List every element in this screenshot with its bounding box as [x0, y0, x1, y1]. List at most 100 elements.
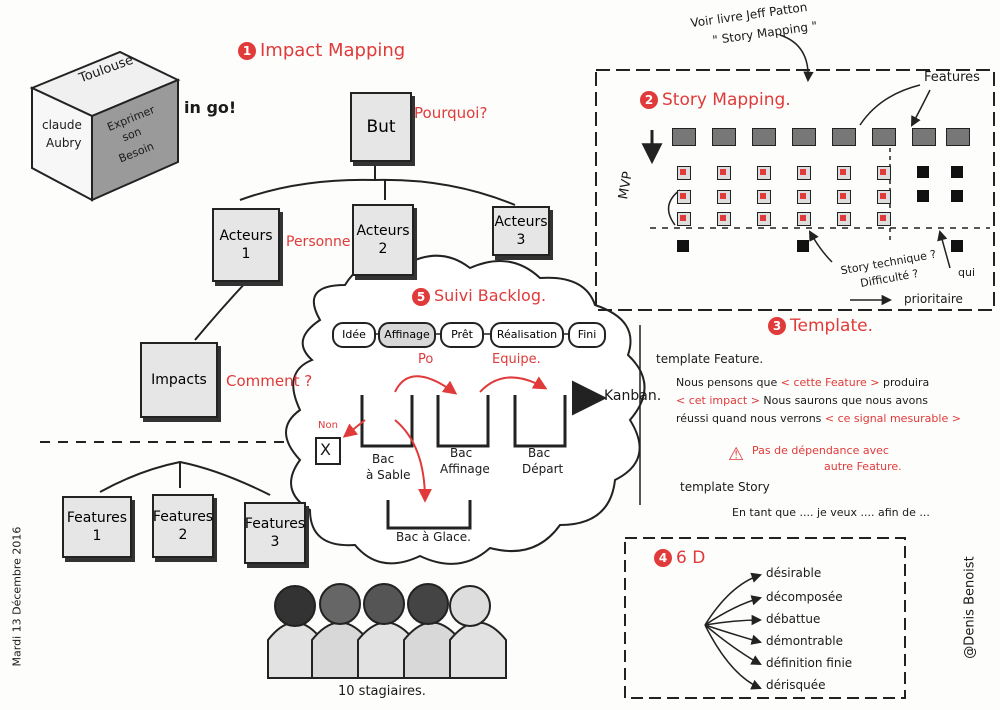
story-map-story-card	[951, 190, 963, 202]
template-story-text: En tant que .... je veux .... afin de ..…	[732, 506, 930, 519]
story-map-story-mark	[720, 169, 726, 175]
feature-label: Features	[244, 516, 306, 532]
bin-depart-line-2: Départ	[522, 462, 564, 476]
template-feature-line-2: < cet impact > Nous saurons que nous avo…	[676, 394, 928, 407]
state-fini: Fini	[568, 322, 606, 348]
po-label: Po	[418, 352, 434, 367]
cube-left-line-1: claude	[42, 118, 82, 132]
kanban-label: Kanban.	[604, 388, 662, 404]
story-map-feature-block	[832, 128, 856, 146]
story-mapping-title-text: Story Mapping.	[662, 90, 791, 110]
story-map-story-mark	[800, 169, 806, 175]
bin-sable-line-2: à Sable	[366, 468, 411, 482]
cube-drawing	[29, 50, 181, 202]
participants-label: 10 stagiaires.	[338, 684, 426, 699]
template-text-a: Nous pensons que	[676, 376, 778, 389]
goal-label: But	[366, 117, 396, 137]
credit: @Denis Benoist	[962, 556, 978, 659]
template-feature-line-3: réussi quand nous verrons < ce signal me…	[676, 412, 961, 425]
feature-number: 3	[270, 534, 280, 550]
template-feature-line-1: Nous pensons que < cette Feature > produ…	[676, 376, 929, 389]
cube-aside: in go!	[184, 98, 237, 117]
template-story-label: template Story	[680, 480, 770, 494]
story-map-story-mark	[680, 169, 686, 175]
template-title-text: Template.	[790, 316, 873, 336]
equipe-label: Equipe.	[492, 352, 541, 367]
goal-question: Pourquoi?	[414, 104, 488, 122]
six-d-item-6: dérisquée	[766, 678, 826, 692]
story-map-story-mark	[800, 193, 806, 199]
side-date: Mardi 13 Décembre 2016	[10, 526, 24, 667]
actor-number: 2	[378, 241, 388, 257]
story-map-story-mark	[760, 193, 766, 199]
section-number-badge: 5	[412, 287, 430, 306]
template-warning-line-2: autre Feature.	[824, 460, 902, 473]
story-map-story-mark	[800, 215, 806, 221]
impacts-card: Impacts	[140, 342, 218, 418]
template-text-g: < ce signal mesurable >	[824, 412, 961, 425]
non-label: Non	[318, 420, 338, 431]
story-map-story-card	[917, 190, 929, 202]
story-map-story-mark	[760, 215, 766, 221]
template-text-c: produira	[882, 376, 930, 389]
story-map-story-mark	[840, 193, 846, 199]
bin-glace-label: Bac à Glace.	[396, 530, 471, 544]
actor-card-2: Acteurs 2	[352, 204, 414, 276]
actor-label: Acteurs	[494, 214, 548, 230]
story-map-story-card	[917, 166, 929, 178]
six-d-item-1: désirable	[766, 566, 822, 580]
goal-card: But	[350, 92, 412, 162]
qui-label: qui	[958, 266, 976, 279]
feature-label: Features	[66, 510, 128, 526]
story-map-feature-block	[792, 128, 816, 146]
state-idee: Idée	[332, 322, 376, 348]
actor-label: Acteurs	[356, 223, 410, 239]
feature-card-3: Features 3	[244, 502, 306, 564]
impacts-label: Impacts	[151, 372, 207, 388]
section-number-badge: 4	[654, 549, 672, 567]
impact-mapping-title-text: Impact Mapping	[260, 40, 406, 61]
cube-left-line-2: Aubry	[46, 136, 82, 150]
actor-label: Acteurs	[219, 228, 273, 244]
story-map-next-release-card	[677, 240, 689, 252]
story-map-feature-block	[912, 128, 936, 146]
impacts-question: Comment ?	[226, 372, 313, 390]
feature-label: Features	[152, 509, 214, 525]
template-text-f: réussi quand nous verrons	[676, 412, 822, 425]
template-text-d: < cet impact >	[676, 394, 760, 407]
features-label: Features	[924, 70, 980, 85]
actor-card-1: Acteurs 1	[212, 208, 280, 282]
story-map-feature-block	[872, 128, 896, 146]
prioritaire-label: prioritaire	[904, 292, 963, 306]
participants-drawing	[267, 583, 507, 679]
actor-number: 1	[241, 246, 251, 262]
six-d-item-5: définition finie	[766, 656, 853, 670]
story-map-feature-block	[672, 128, 696, 146]
bin-affinage-line-1: Bac	[450, 446, 473, 460]
template-feature-label: template Feature.	[656, 352, 764, 366]
actors-question: Personne	[286, 234, 351, 250]
feature-number: 1	[92, 528, 102, 544]
story-map-feature-block	[752, 128, 776, 146]
backlog-title-text: Suivi Backlog.	[434, 286, 547, 305]
state-realisation: Réalisation	[490, 322, 564, 348]
bin-affinage-line-2: Affinage	[440, 462, 490, 476]
story-map-story-mark	[720, 193, 726, 199]
state-affinage: Affinage	[378, 322, 436, 348]
feature-number: 2	[178, 527, 188, 543]
six-d-item-4: démontrable	[766, 634, 843, 648]
story-map-next-release-card	[951, 240, 963, 252]
warning-icon: ⚠	[728, 444, 745, 465]
section-number-badge: 3	[768, 317, 786, 335]
template-text-b: < cette Feature >	[780, 376, 880, 389]
six-d-title-text: 6 D	[676, 548, 706, 568]
story-map-next-release-card	[797, 240, 809, 252]
story-map-story-card	[951, 166, 963, 178]
story-map-story-mark	[840, 215, 846, 221]
section-number-badge: 2	[640, 91, 658, 109]
